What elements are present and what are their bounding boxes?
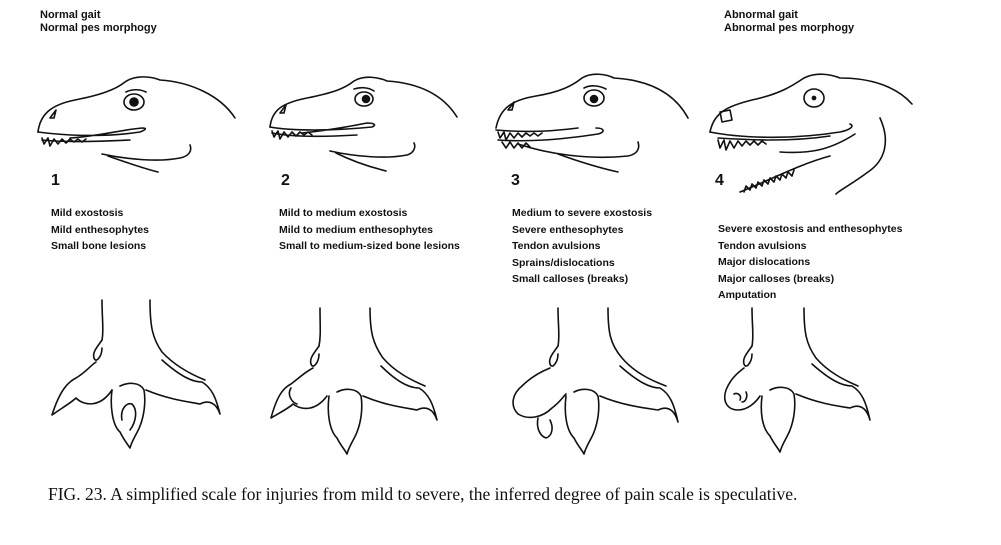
injury-item: Small bone lesions xyxy=(51,240,147,252)
injury-item: Amputation xyxy=(718,289,777,301)
stage-3-injuries: Medium to severe exostosis Severe enthes… xyxy=(512,205,652,288)
header-abnormal-gait: Abnormal gait xyxy=(724,9,798,21)
injury-item: Mild to medium exostosis xyxy=(279,207,408,219)
injury-item: Major calloses (breaks) xyxy=(718,272,835,285)
header-abnormal-pes: Abnormal pes morphogy xyxy=(724,22,855,34)
stage-4-injuries: Severe exostosis and enthesophytes Tendo… xyxy=(718,221,902,304)
foot-stage-3 xyxy=(512,307,679,455)
injury-item: Major dislocations xyxy=(718,256,811,268)
stage-number-4: 4 xyxy=(715,172,724,189)
dinosaur-head-stage-4 xyxy=(709,73,913,195)
header-normal: Normal gait Normal pes morphogy xyxy=(40,9,157,35)
injury-item: Sprains/dislocations xyxy=(512,256,615,269)
stage-number-1: 1 xyxy=(51,172,60,189)
stage-1-injuries: Mild exostosis Mild enthesophytes Small … xyxy=(51,205,149,255)
header-abnormal: Abnormal gait Abnormal pes morphogy xyxy=(724,9,854,35)
injury-item: Small to medium-sized bone lesions xyxy=(279,240,460,252)
dinosaur-head-stage-3 xyxy=(495,73,689,173)
injury-item: Mild exostosis xyxy=(51,207,124,219)
injury-item: Mild enthesophytes xyxy=(51,223,150,236)
foot-stage-2 xyxy=(270,307,438,455)
stage-2-injuries: Mild to medium exostosis Mild to medium … xyxy=(279,205,464,253)
dinosaur-head-stage-1 xyxy=(37,76,236,173)
dinosaur-head-stage-2 xyxy=(269,76,458,172)
injury-item: Tendon avulsions xyxy=(512,240,601,252)
injury-item: Severe exostosis and enthesophytes xyxy=(718,223,903,235)
header-normal-pes: Normal pes morphogy xyxy=(40,22,157,34)
stage-number-3: 3 xyxy=(511,172,520,189)
injury-item: Tendon avulsions xyxy=(718,239,807,252)
injury-item: Severe enthesophytes xyxy=(512,223,624,236)
foot-stage-1 xyxy=(51,299,221,449)
header-normal-gait: Normal gait xyxy=(40,9,101,21)
figure-caption: FIG. 23. A simplified scale for injuries… xyxy=(48,484,798,504)
injury-item: Small calloses (breaks) xyxy=(512,273,629,285)
stage-number-2: 2 xyxy=(281,172,290,189)
injury-item: Mild to medium enthesophytes xyxy=(279,223,434,236)
foot-stage-4 xyxy=(723,307,871,453)
injury-item: Medium to severe exostosis xyxy=(512,207,653,219)
